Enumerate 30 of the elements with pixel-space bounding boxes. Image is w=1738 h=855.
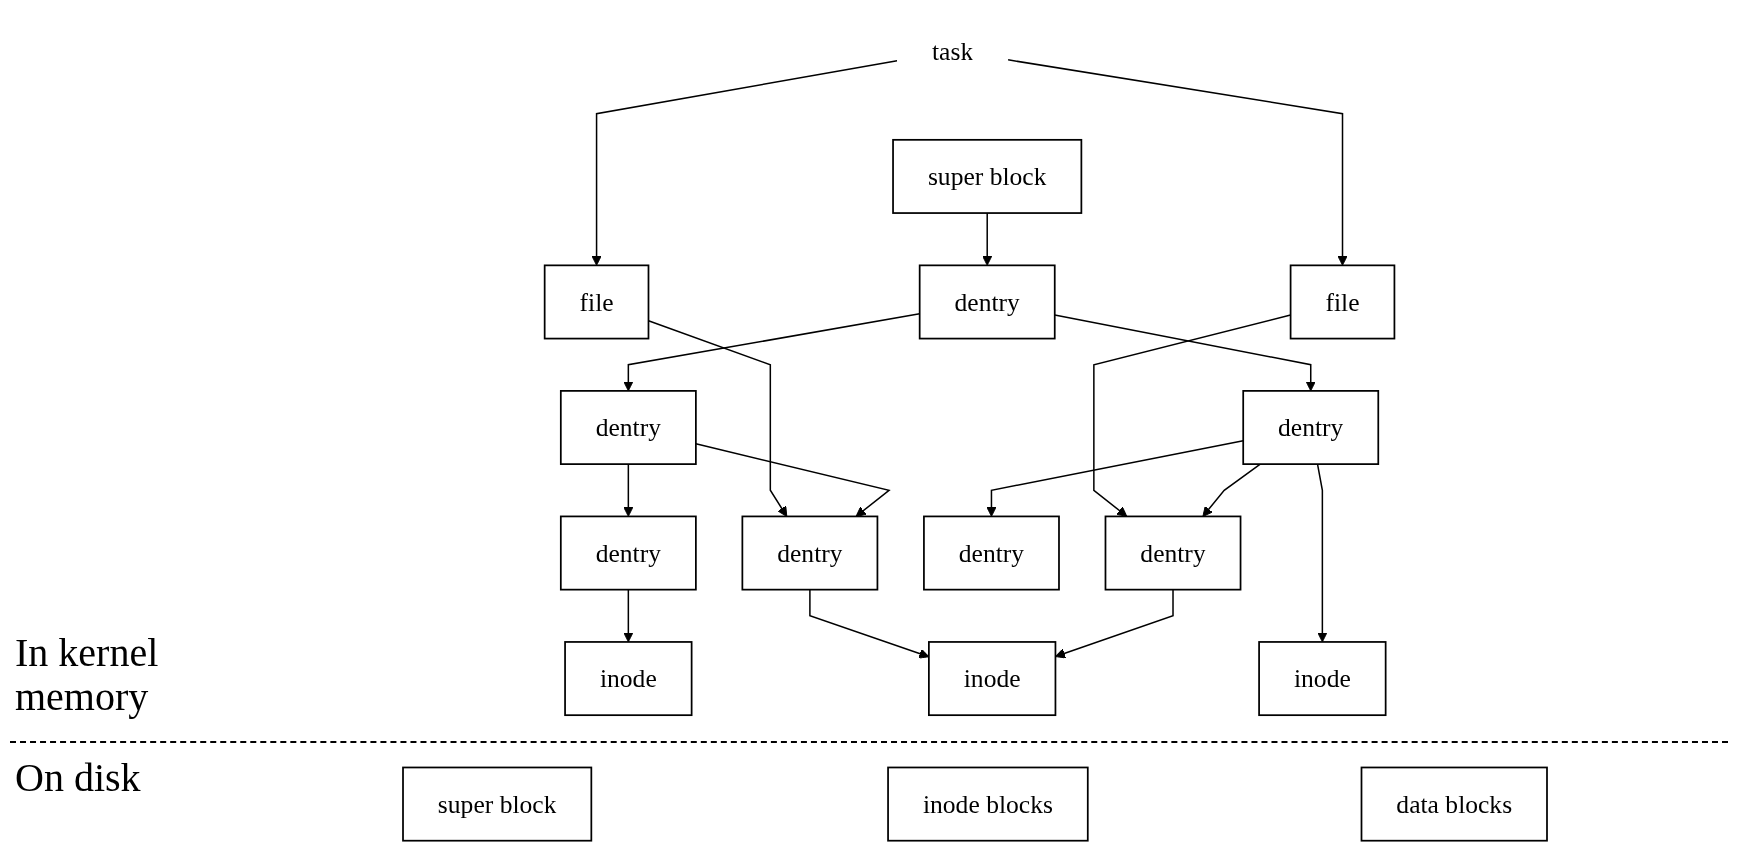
node-text: task (931, 36, 974, 66)
arrow (1054, 314, 1316, 392)
node-box: inode (564, 641, 693, 717)
node-box: dentry (741, 515, 879, 591)
arrow (1316, 463, 1328, 643)
node-box: inode blocks (887, 766, 1089, 842)
node-box: data blocks (1360, 766, 1548, 842)
node-box: dentry (559, 515, 697, 591)
node-box: dentry (559, 390, 697, 465)
node-box: dentry (923, 515, 1060, 591)
arrow (1055, 588, 1174, 659)
node-box: super block (402, 766, 593, 842)
node-box: inode (1258, 641, 1387, 717)
node-box: file (543, 264, 650, 340)
node-box: file (1289, 264, 1396, 340)
region-label: On disk (15, 756, 141, 801)
arrow (623, 588, 634, 643)
node-box: dentry (1242, 390, 1380, 465)
node-box: dentry (918, 264, 1056, 340)
arrow (986, 440, 1244, 517)
arrow (1202, 463, 1262, 517)
arrow (982, 212, 993, 266)
arrow (1007, 59, 1348, 266)
node-box: dentry (1104, 515, 1242, 591)
region-label: In kernel memory (15, 631, 160, 720)
arrow (591, 59, 898, 266)
arrow (695, 443, 891, 517)
node-box: super block (892, 138, 1083, 214)
node-box: inode (928, 641, 1057, 717)
arrow (623, 463, 634, 517)
